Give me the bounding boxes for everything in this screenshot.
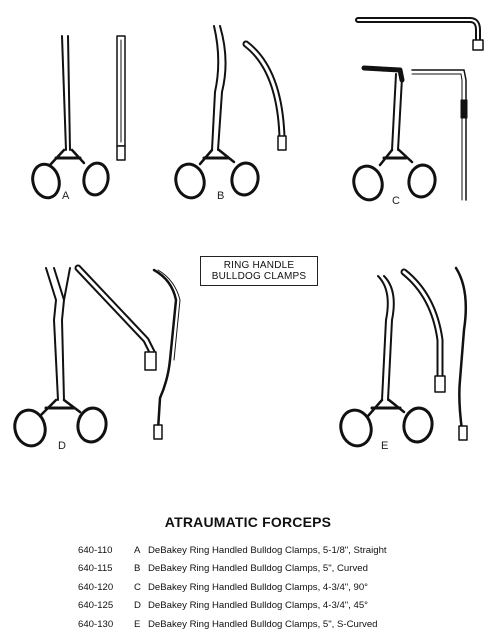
catalog-option: B <box>134 563 141 575</box>
ring-handle-title-box: RING HANDLE BULLDOG CLAMPS <box>200 256 318 286</box>
catalog-code: 640-115 <box>78 563 113 575</box>
catalog-row: 640-110 A DeBakey Ring Handled Bulldog C… <box>78 541 488 560</box>
clamp-b-illustration <box>174 25 287 200</box>
catalog-option: C <box>134 581 141 593</box>
clamp-d-illustration <box>13 264 181 448</box>
catalog-description: DeBakey Ring Handled Bulldog Clamps, 5",… <box>148 563 368 575</box>
catalog-description: DeBakey Ring Handled Bulldog Clamps, 5",… <box>148 618 378 630</box>
catalog-code: 640-125 <box>78 600 114 612</box>
catalog-row: 640-125 D DeBakey Ring Handled Bulldog C… <box>78 597 488 616</box>
catalog-option: D <box>134 600 141 612</box>
catalog-code: 640-120 <box>78 581 114 593</box>
catalog-option: E <box>134 618 141 630</box>
title-box-line-2: BULLDOG CLAMPS <box>211 271 307 282</box>
catalog-description: DeBakey Ring Handled Bulldog Clamps, 4-3… <box>148 581 369 593</box>
clamp-e-illustration <box>339 266 468 448</box>
title-box-line-1: RING HANDLE <box>223 260 295 271</box>
catalog-description: DeBakey Ring Handled Bulldog Clamps, 5-1… <box>148 544 387 556</box>
catalog-option: A <box>134 544 141 556</box>
figure-letter-a: A <box>62 190 70 202</box>
catalog-description: DeBakey Ring Handled Bulldog Clamps, 4-3… <box>148 600 369 612</box>
clamp-a-illustration <box>31 35 126 200</box>
figure-letter-c: C <box>392 195 400 207</box>
section-heading: ATRAUMATIC FORCEPS <box>164 514 332 530</box>
catalog-row: 640-115 B DeBakey Ring Handled Bulldog C… <box>78 560 488 579</box>
figure-letter-b: B <box>217 190 225 202</box>
catalog-row: 640-130 E DeBakey Ring Handled Bulldog C… <box>78 615 488 634</box>
catalog-row: 640-120 C DeBakey Ring Handled Bulldog C… <box>78 578 488 597</box>
figure-letter-e: E <box>381 440 389 452</box>
catalog-list: 640-110 A DeBakey Ring Handled Bulldog C… <box>78 541 488 634</box>
figure-letter-d: D <box>58 440 66 452</box>
catalog-code: 640-110 <box>78 544 113 556</box>
catalog-code: 640-130 <box>78 618 114 630</box>
clamp-c-illustration <box>352 17 484 202</box>
